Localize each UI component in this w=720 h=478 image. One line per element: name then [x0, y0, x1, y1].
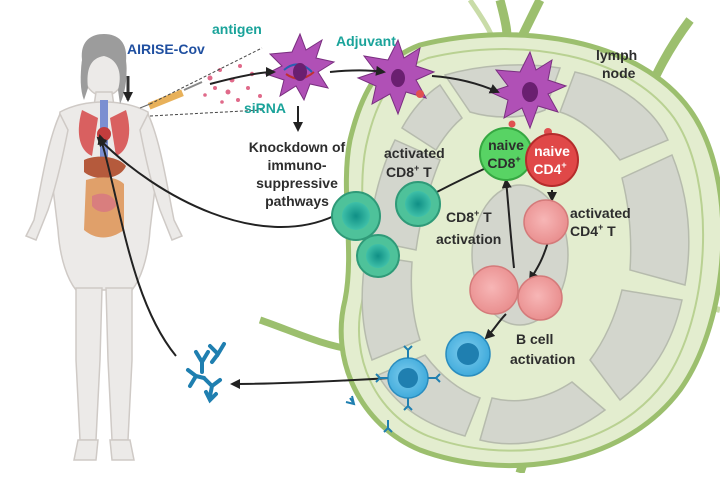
- arrow-vaccine-to-dc: [209, 67, 276, 85]
- arrow-cd4-to-bcell: [484, 313, 507, 340]
- dendritic-nucleus: [391, 69, 405, 87]
- lymph-node-label-line2: node: [602, 65, 636, 81]
- activated-cd4-label-line1: activated: [570, 205, 631, 221]
- b-cell-2: [375, 345, 441, 411]
- arrow-dc-to-adjuvant: [329, 65, 386, 76]
- dashed-line-upper: [149, 47, 263, 105]
- naive-cd8-label-line1: naive: [488, 137, 524, 153]
- b-cell-1: [445, 331, 491, 377]
- antigen-dot: [508, 120, 516, 128]
- activated-cd4-label-line2: CD4+ T: [570, 222, 616, 239]
- b-cell-activation-label-line1: B cell: [516, 331, 553, 347]
- antigen-label: antigen: [212, 21, 262, 37]
- b-cell-activation-label-line2: activation: [510, 351, 575, 367]
- naive-cd4-label-line2: CD4+: [533, 160, 566, 177]
- lymph-node-label-line1: lymph: [596, 47, 637, 63]
- knockdown-label-line3: suppressive: [256, 175, 338, 191]
- activated-cd8-label-line2: CD8+ T: [386, 163, 432, 180]
- human-body-icon: [24, 34, 184, 461]
- flow-arrows: [96, 65, 557, 389]
- act-cd4-cell-3: [517, 275, 563, 321]
- vaccine-label: AIRISE-Cov: [127, 41, 205, 57]
- antigen-dot: [416, 90, 424, 98]
- dendritic-nucleus: [522, 82, 538, 102]
- floating-antibodies: [345, 395, 393, 433]
- naive-cd4-cell: [525, 133, 579, 187]
- act-cd8-cell-3: [356, 234, 400, 278]
- dashed-line-lower: [149, 109, 263, 117]
- arrow-antibody-to-body: [97, 134, 177, 357]
- arrow-cd8-to-body: [96, 136, 335, 228]
- dendritic-nucleus: [293, 63, 307, 81]
- knockdown-label-line2: immuno-: [267, 157, 326, 173]
- arrow-bcell-to-antibody: [230, 377, 391, 389]
- act-cd8-cell-1: [331, 191, 381, 241]
- naive-cd4-label-line1: naive: [534, 143, 570, 159]
- cd8-activation-label-line2: activation: [436, 231, 501, 247]
- arrow-to-lymph-node: [431, 75, 500, 94]
- cd8-activation-label-line1: CD8+ T: [446, 208, 492, 225]
- sirna-label: siRNA: [244, 100, 286, 116]
- antibody-icon: [186, 342, 226, 404]
- knockdown-label-line1: Knockdown of: [249, 139, 346, 155]
- act-cd4-cell-1: [523, 199, 569, 245]
- arrow-cd4-to-cd8: [501, 178, 515, 269]
- syringe-icon: [123, 76, 203, 110]
- adjuvant-label: Adjuvant: [336, 33, 396, 49]
- naive-cd8-cell: [479, 127, 533, 181]
- act-cd8-cell-2: [395, 181, 441, 227]
- knockdown-label-line4: pathways: [265, 193, 329, 209]
- act-cd4-cell-2: [469, 265, 519, 315]
- naive-cd8-label-line2: CD8+: [487, 154, 520, 171]
- activated-cd8-label-line1: activated: [384, 145, 445, 161]
